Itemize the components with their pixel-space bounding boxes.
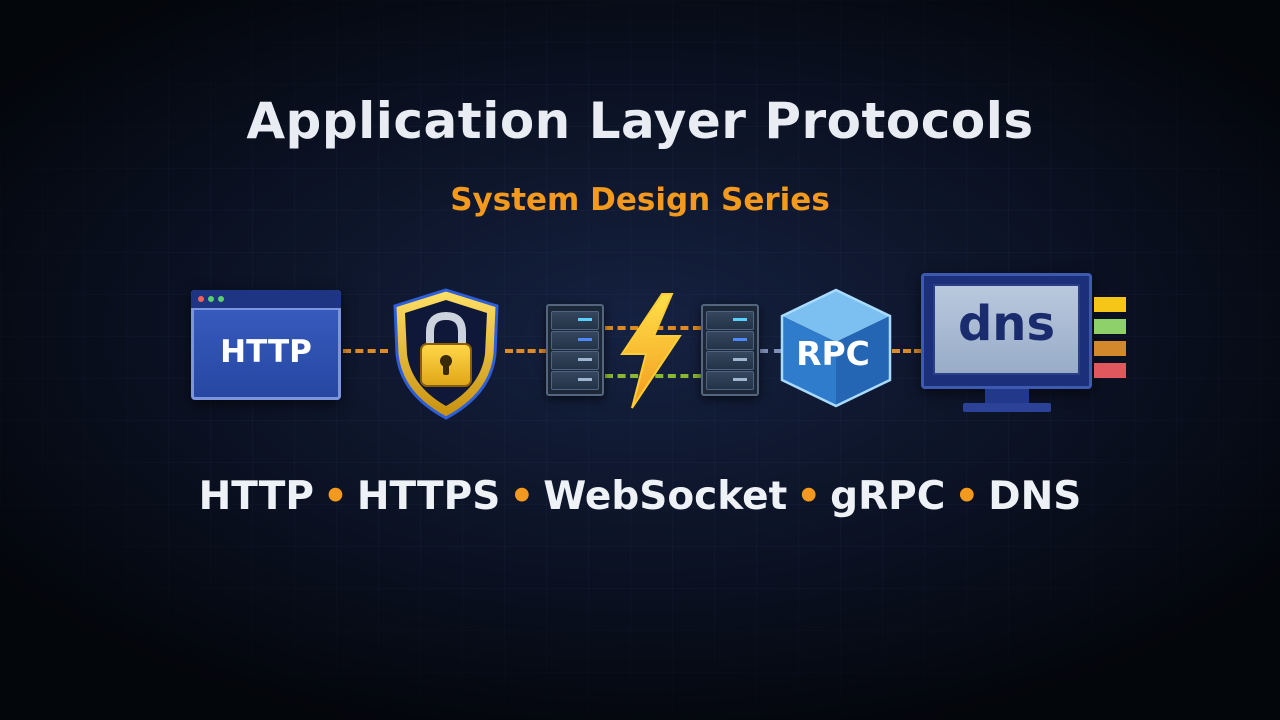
shield-lock-icon [393,288,499,420]
protocol-item: WebSocket [543,474,788,519]
protocol-item: gRPC [830,474,946,519]
window-dot-icon [198,296,204,302]
protocol-item: DNS [988,474,1082,519]
connector-rpc-dns [892,349,922,353]
rpc-cube-icon [780,288,892,408]
protocol-item: HTTPS [356,474,501,519]
lightning-bolt-icon [620,293,682,409]
monitor-stand [985,389,1029,403]
page-title: Application Layer Protocols [246,92,1034,150]
protocol-list: HTTP•HTTPS•WebSocket•gRPC•DNS [0,474,1280,519]
connector-shield-server [505,349,547,353]
server-icon [546,304,604,396]
window-dot-icon [218,296,224,302]
http-window-icon: HTTP [191,290,341,400]
monitor-base [963,403,1051,412]
dns-monitor-icon: dns [921,273,1092,389]
protocol-item: HTTP [198,474,314,519]
dns-record-bar [1094,319,1126,334]
page-subtitle: System Design Series [450,182,830,218]
separator-dot: • [509,474,535,519]
separator-dot: • [954,474,980,519]
dns-record-bar [1094,341,1126,356]
rpc-label: RPC [796,334,870,373]
separator-dot: • [796,474,822,519]
server-icon [701,304,759,396]
window-dot-icon [208,296,214,302]
connector-http-shield [343,349,388,353]
http-label: HTTP [220,334,312,370]
dns-record-bar [1094,363,1126,378]
monitor-screen: dns [933,284,1080,375]
window-title-bar [191,290,341,310]
connector-server-rpc [760,349,782,353]
dns-record-bar [1094,297,1126,312]
dns-label: dns [957,296,1056,352]
separator-dot: • [322,474,348,519]
